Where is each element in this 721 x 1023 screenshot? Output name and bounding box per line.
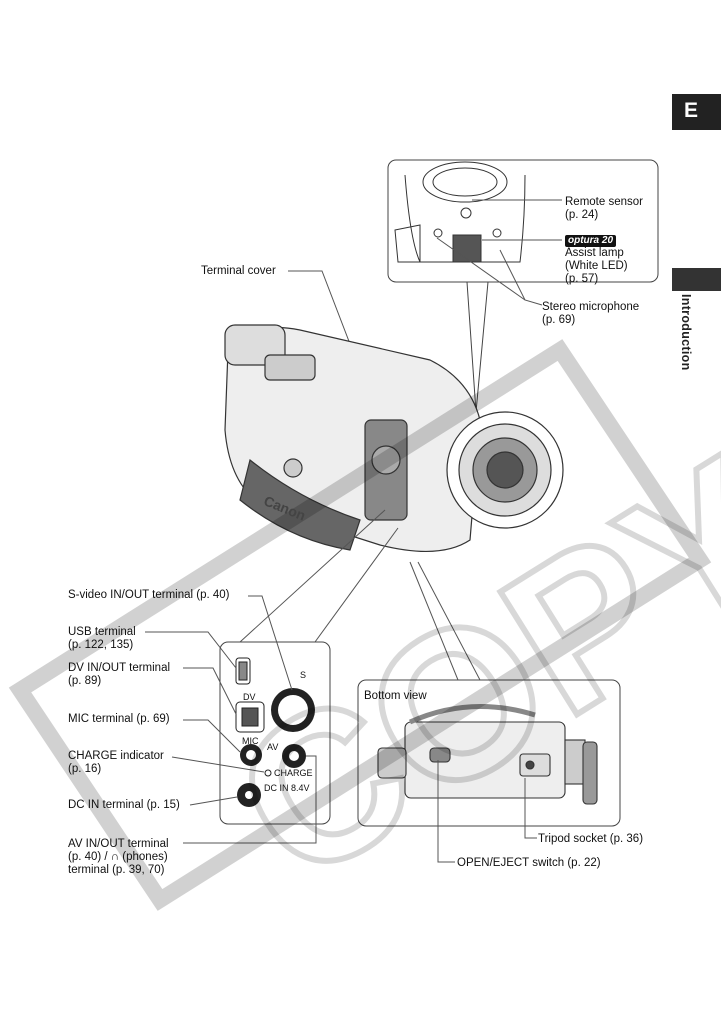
optura-badge: optura 20 <box>565 235 617 247</box>
stereo-mic-label: Stereo microphone(p. 69) <box>542 301 640 326</box>
leader-dcin <box>189 796 238 806</box>
terminal-cover-label: Terminal cover <box>201 265 276 277</box>
section-marker <box>672 268 721 291</box>
assist-lamp-label: optura 20 Assist lamp (White LED) (p. 57… <box>565 235 628 285</box>
panel-dv-text: DV <box>243 692 256 702</box>
panel-s-text: S <box>300 670 307 680</box>
leader-mic <box>183 719 241 753</box>
copy-watermark <box>8 339 712 911</box>
terminal-panel-frame <box>219 641 331 825</box>
camcorder-sketch <box>224 324 564 552</box>
leader-av <box>183 755 317 844</box>
av-label: AV IN/OUT terminal(p. 40) / ∩ (phones)te… <box>68 838 169 876</box>
section-tab: Introduction <box>679 294 693 371</box>
leader-charge <box>171 756 265 773</box>
charge-label: CHARGE indicator(p. 16) <box>68 750 164 775</box>
bottom-view-label: Bottom view <box>364 690 427 702</box>
dcin-label: DC IN terminal (p. 15) <box>68 799 180 811</box>
panel-charge-text: CHARGE <box>274 768 313 778</box>
tripod-label: Tripod socket (p. 36) <box>538 833 644 845</box>
mic-label: MIC terminal (p. 69) <box>68 713 170 725</box>
charge-led <box>264 769 272 777</box>
leader-eject <box>437 760 455 863</box>
usb-port <box>235 657 251 685</box>
panel-dcin-text: DC IN 8.4V <box>264 783 310 793</box>
language-tab: E <box>672 94 721 130</box>
usb-label: USB terminal(p. 122, 135) <box>68 626 136 651</box>
leader-tripod <box>524 778 537 839</box>
eject-label: OPEN/EJECT switch (p. 22) <box>457 857 601 869</box>
leader-usb <box>145 631 237 669</box>
panel-av-text: AV <box>267 742 279 752</box>
remote-sensor-label: Remote sensor(p. 24) <box>565 196 643 221</box>
svg-text:COPY: COPY <box>197 412 721 927</box>
dv-label: DV IN/OUT terminal(p. 89) <box>68 662 171 687</box>
dv-port <box>235 701 265 733</box>
panel-mic-text: MIC <box>242 736 259 746</box>
leader-dv <box>183 667 237 715</box>
svideo-label: S-video IN/OUT terminal (p. 40) <box>68 589 230 601</box>
front-inset-sketch <box>394 161 526 263</box>
leader-svideo <box>248 595 293 691</box>
